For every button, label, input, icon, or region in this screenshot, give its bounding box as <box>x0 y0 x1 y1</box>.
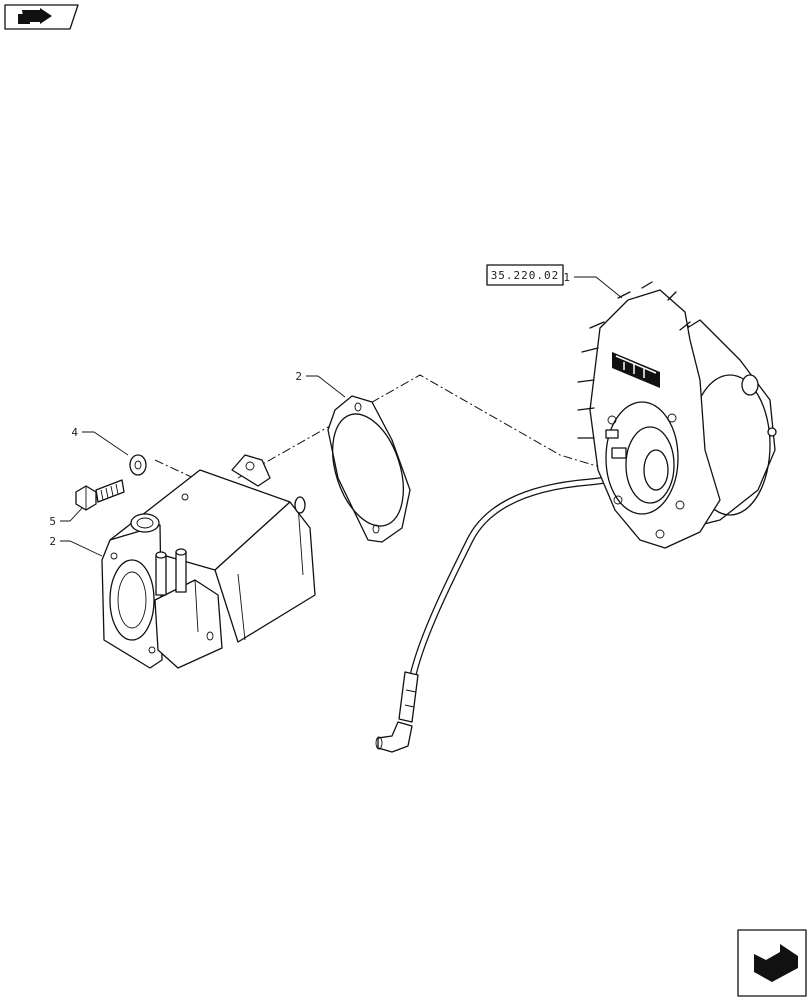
callout-2-pump[interactable]: 2 <box>49 535 56 548</box>
next-page-arrow-icon[interactable] <box>737 929 807 997</box>
callout-1[interactable]: 1 <box>563 271 570 284</box>
callout-leaders <box>60 276 623 557</box>
callout-2-gasket[interactable]: 2 <box>295 370 302 383</box>
hydraulic-pump-part[interactable] <box>101 454 316 669</box>
callout-4[interactable]: 4 <box>71 426 78 439</box>
gasket-part[interactable] <box>320 395 417 543</box>
reference-label: 35.220.02 <box>491 269 560 282</box>
stud-bolts <box>577 281 691 439</box>
book-with-arrow-icon[interactable] <box>4 4 79 30</box>
reference-box[interactable]: 35.220.02 <box>486 264 564 286</box>
brand-logo <box>612 352 660 388</box>
bolt-part[interactable] <box>75 479 125 511</box>
callout-5[interactable]: 5 <box>49 515 56 528</box>
pto-gearbox-part[interactable] <box>577 281 777 549</box>
washer-part[interactable] <box>129 454 147 476</box>
